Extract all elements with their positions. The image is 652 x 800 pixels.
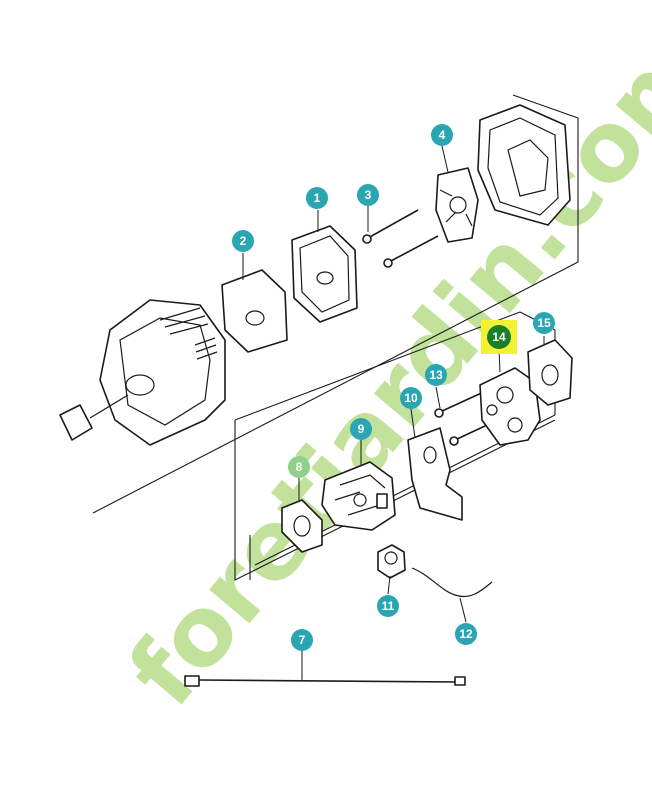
callout-8: 8 — [288, 456, 310, 478]
callout-label: 3 — [365, 188, 372, 202]
callout-1: 1 — [306, 187, 328, 209]
callout-label: 15 — [537, 316, 551, 330]
callout-3: 3 — [357, 184, 379, 206]
callout-label: 11 — [382, 599, 395, 613]
part-1-filter-cover — [291, 225, 358, 323]
callout-label: 10 — [404, 391, 418, 405]
callout-2: 2 — [232, 230, 254, 252]
part-10-heat-shield — [407, 427, 463, 521]
part-3-screws — [362, 209, 439, 268]
part-7-throttle-cable — [184, 675, 466, 687]
part-11-primer-bulb — [377, 544, 406, 579]
callout-13: 13 — [425, 364, 447, 386]
part-9-carburetor — [321, 461, 396, 531]
callout-label: 7 — [299, 633, 306, 647]
callout-label: 4 — [439, 128, 446, 142]
callout-label: 14 — [492, 330, 506, 344]
callout-4: 4 — [431, 124, 453, 146]
callout-label: 13 — [429, 368, 443, 382]
callout-15: 15 — [533, 312, 555, 334]
callout-11: 11 — [377, 595, 399, 617]
part-15-manifold-gasket — [527, 339, 573, 406]
part-14-intake-manifold — [479, 367, 541, 446]
air-filter-housing — [477, 104, 571, 226]
callout-14-highlighted: 14 — [481, 320, 517, 354]
callout-label: 1 — [314, 191, 321, 205]
callout-10: 10 — [400, 387, 422, 409]
part-8-gasket — [281, 499, 323, 553]
callout-9: 9 — [350, 418, 372, 440]
part-4-filter-plate — [435, 167, 479, 243]
callout-label: 9 — [358, 422, 365, 436]
leader-lines — [242, 145, 545, 680]
starter-handle — [59, 394, 129, 441]
callout-12: 12 — [455, 623, 477, 645]
callout-label: 12 — [459, 627, 473, 641]
callout-7: 7 — [291, 629, 313, 651]
part-12-fuel-line — [411, 567, 493, 598]
callout-label: 2 — [240, 234, 247, 248]
part-2-filter-pad — [221, 269, 288, 353]
engine-cover — [99, 299, 226, 446]
callout-label: 8 — [296, 460, 303, 474]
